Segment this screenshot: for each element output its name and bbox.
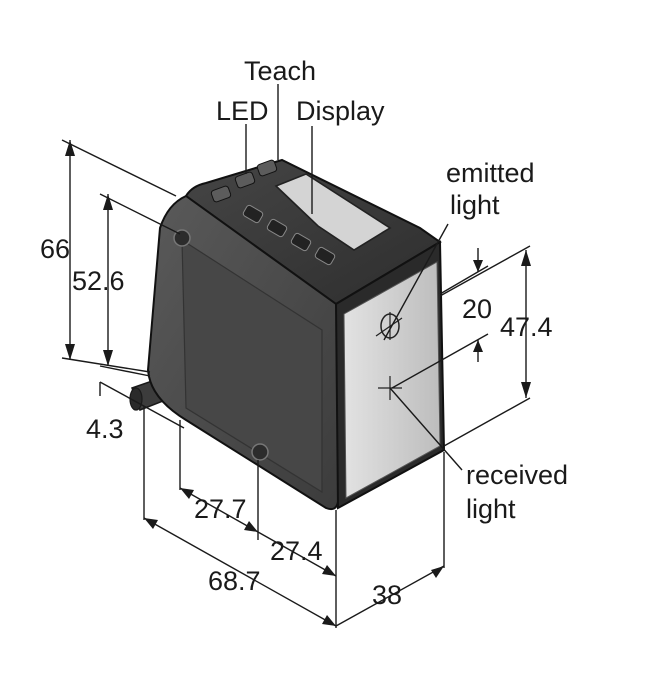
dim-52-6: 52.6 [72,266,125,296]
received-light-label-line1: received [466,460,568,490]
dimension-labels: 66 52.6 4.3 27.7 27.4 68.7 38 20 47.4 [40,234,553,610]
callout-leaders [245,84,463,471]
dim-66: 66 [40,234,70,264]
mounting-hole-top [173,229,191,247]
display-label: Display [296,96,385,126]
emitted-light-label-line2: light [450,190,500,220]
emitted-light-label-line1: emitted [446,158,535,188]
dim-27-7: 27.7 [194,494,247,524]
dim-38: 38 [372,580,402,610]
received-light-label-line2: light [466,494,516,524]
dimension-lines [61,139,531,628]
led-label: LED [216,96,269,126]
dim-20: 20 [462,294,492,324]
teach-label: Teach [244,56,316,86]
callout-labels: Teach LED Display emitted light received… [216,56,568,524]
dim-47-4: 47.4 [500,312,553,342]
keypad [210,159,336,266]
dim-4-3: 4.3 [86,414,124,444]
dim-68-7: 68.7 [208,566,261,596]
dim-27-4: 27.4 [270,536,323,566]
sensor-housing [146,158,446,511]
mounting-hole-bottom [251,443,269,461]
